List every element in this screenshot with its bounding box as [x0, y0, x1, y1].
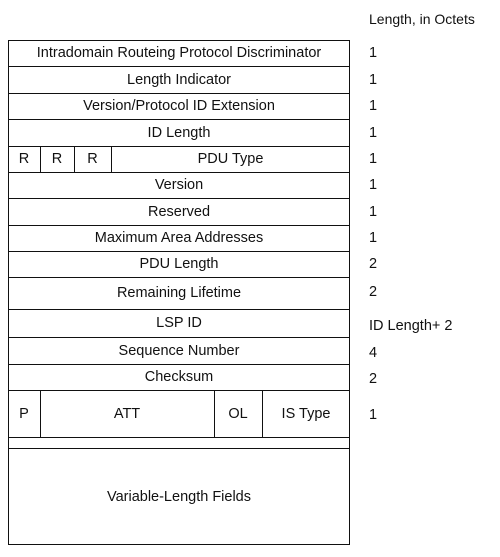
field-version: Version — [154, 177, 204, 193]
row-divider — [8, 146, 350, 147]
field-remaining-lifetime: Remaining Lifetime — [116, 285, 242, 301]
field-protocol-discriminator: Intradomain Routeing Protocol Discrimina… — [36, 45, 322, 61]
length-lsp-id: ID Length+ 2 — [369, 318, 453, 334]
length-sequence-number: 4 — [369, 345, 378, 361]
length-version-protocol-id-extension: 1 — [369, 98, 378, 114]
row-divider — [8, 172, 350, 173]
row-divider — [8, 251, 350, 252]
field-sequence-number: Sequence Number — [118, 342, 240, 359]
field-is-type: IS Type — [281, 405, 331, 422]
length-maximum-area-addresses: 1 — [369, 230, 378, 246]
length-column-header: Length, in Octets — [369, 11, 475, 27]
length-version: 1 — [369, 177, 378, 193]
subfield-divider — [40, 390, 41, 437]
bit-divider — [111, 146, 112, 172]
length-pdu-type: 1 — [369, 151, 378, 167]
length-id-length: 1 — [369, 125, 378, 141]
row-divider — [8, 119, 350, 120]
field-maximum-area-addresses: Maximum Area Addresses — [94, 230, 264, 246]
length-reserved: 1 — [369, 204, 378, 220]
length-flags-is-type: 1 — [369, 407, 378, 423]
field-pdu-type: PDU Type — [197, 151, 264, 167]
row-divider — [8, 437, 350, 438]
length-pdu-length: 2 — [369, 256, 378, 272]
row-divider — [8, 364, 350, 365]
row-divider — [8, 309, 350, 310]
reserved-bit-2: R — [51, 151, 63, 167]
packet-frame — [8, 40, 350, 545]
row-divider — [8, 448, 350, 449]
subfield-divider — [214, 390, 215, 437]
field-length-indicator: Length Indicator — [127, 71, 231, 88]
reserved-bit-1: R — [18, 151, 30, 167]
row-divider — [8, 390, 350, 391]
field-checksum: Checksum — [144, 369, 214, 385]
field-att: ATT — [113, 405, 141, 422]
subfield-divider — [262, 390, 263, 437]
field-reserved: Reserved — [147, 203, 211, 220]
field-pdu-length: PDU Length — [139, 256, 219, 272]
row-divider — [8, 277, 350, 278]
length-length-indicator: 1 — [369, 72, 378, 88]
row-divider — [8, 66, 350, 67]
field-overload-bit: OL — [228, 405, 248, 422]
bit-divider — [40, 146, 41, 172]
row-divider — [8, 198, 350, 199]
field-partition-bit: P — [19, 405, 29, 422]
field-version-protocol-id-extension: Version/Protocol ID Extension — [83, 98, 275, 114]
length-protocol-discriminator: 1 — [369, 45, 378, 61]
length-checksum: 2 — [369, 371, 378, 387]
row-divider — [8, 93, 350, 94]
field-variable-length-fields: Variable-Length Fields — [106, 488, 251, 505]
row-divider — [8, 225, 350, 226]
bit-divider — [74, 146, 75, 172]
field-lsp-id: LSP ID — [156, 315, 202, 331]
length-remaining-lifetime: 2 — [369, 284, 378, 300]
reserved-bit-3: R — [87, 151, 98, 167]
field-id-length: ID Length — [147, 124, 211, 141]
row-divider — [8, 337, 350, 338]
